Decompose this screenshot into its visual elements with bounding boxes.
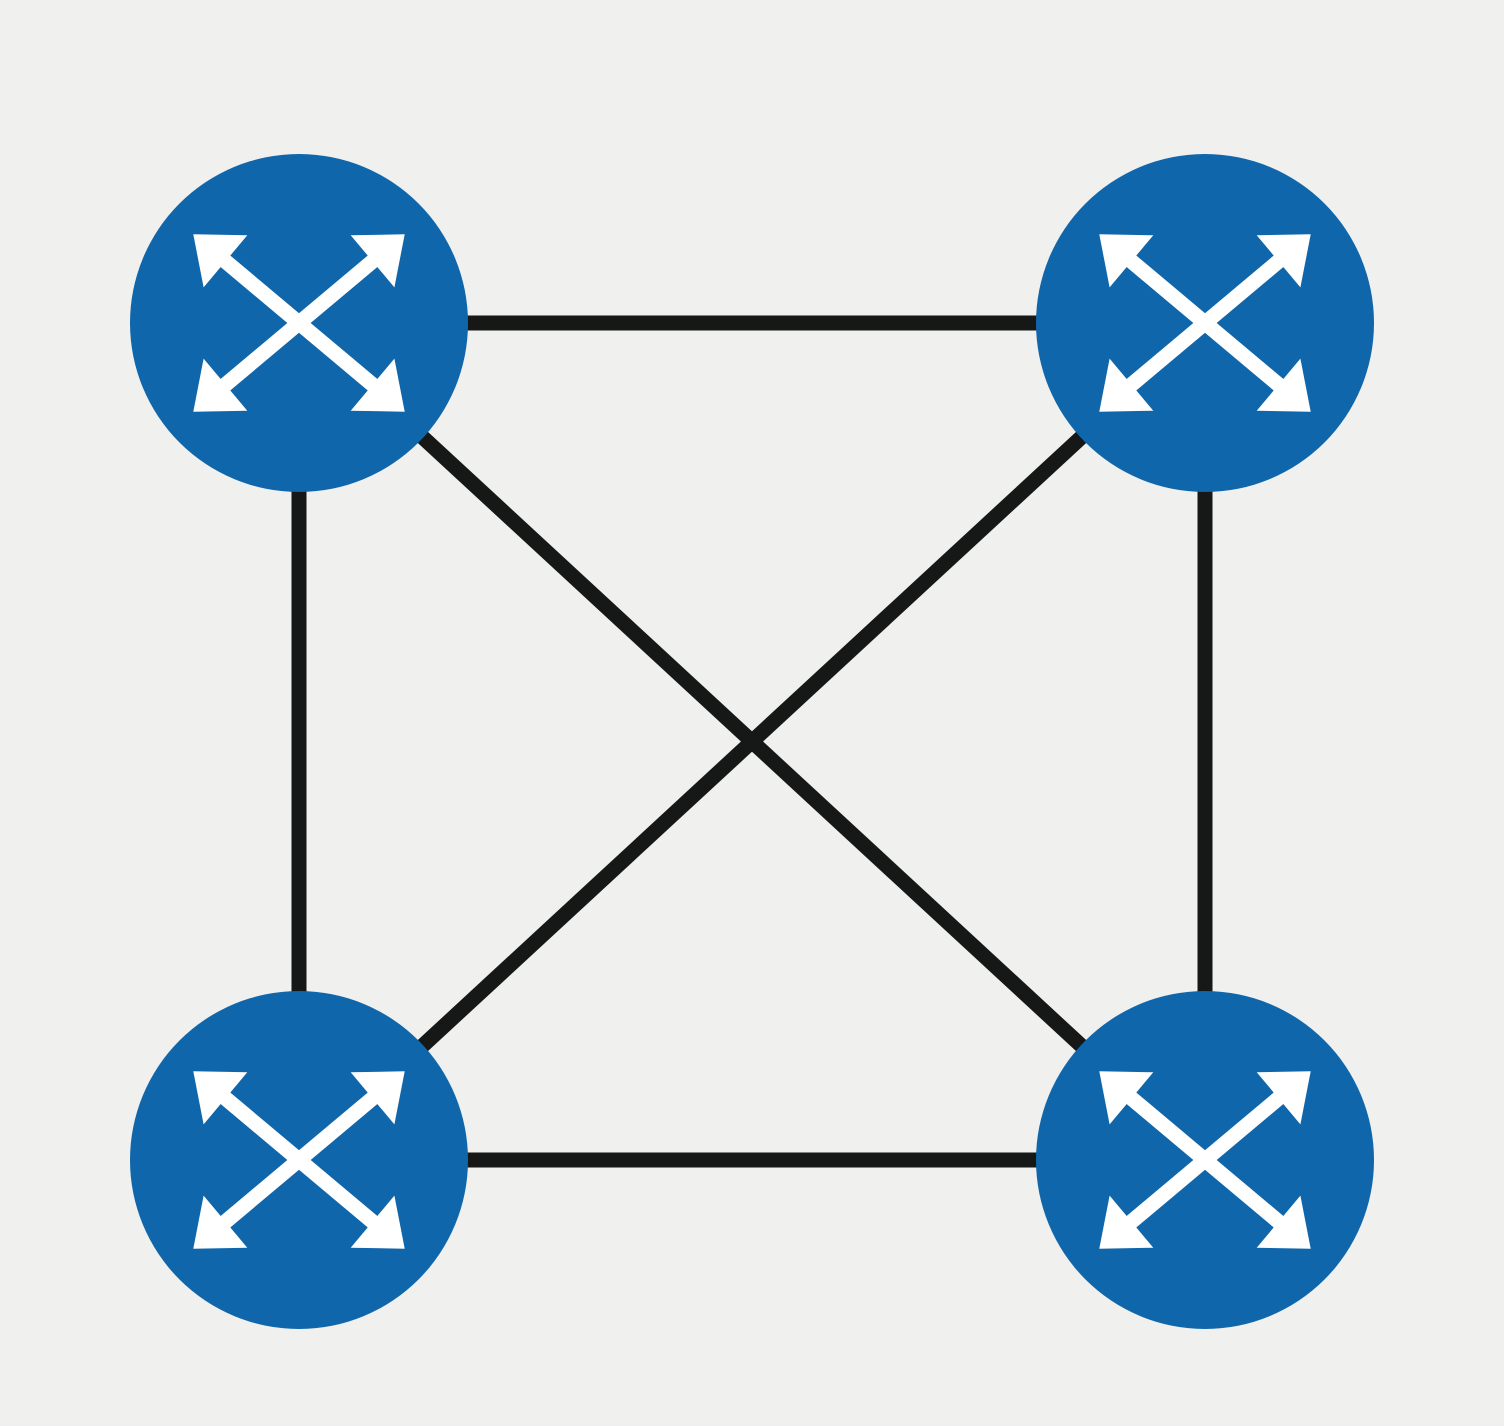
link-top-right-to-bottom-left [293, 317, 1211, 1166]
router-top-right-node [1036, 154, 1374, 492]
nodes-layer [130, 154, 1374, 1329]
router-bottom-right-node [1036, 991, 1374, 1329]
router-top-left-node [130, 154, 468, 492]
router-bottom-left-node [130, 991, 468, 1329]
